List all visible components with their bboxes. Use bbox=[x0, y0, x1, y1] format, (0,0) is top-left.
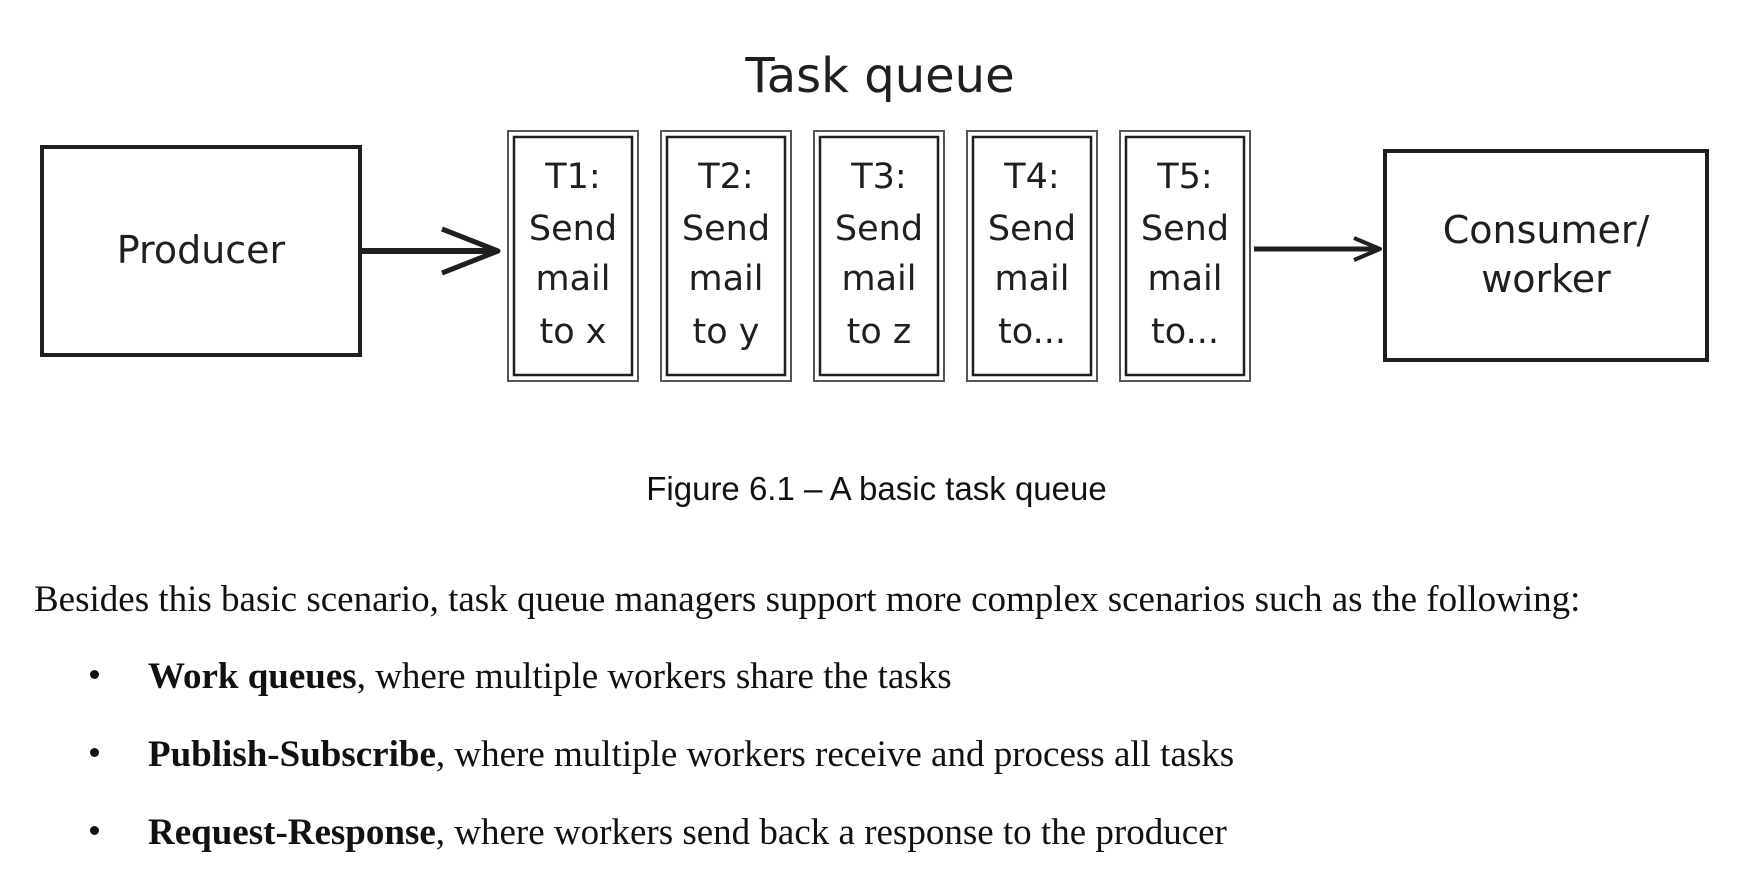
producer-box: Producer bbox=[40, 145, 362, 357]
arrow-queue-to-consumer bbox=[1254, 236, 1382, 262]
producer-label: Producer bbox=[117, 228, 286, 272]
bullet-icon bbox=[90, 748, 99, 757]
task-text: mail bbox=[995, 259, 1070, 299]
figure-caption: Figure 6.1 – A basic task queue bbox=[646, 470, 1107, 507]
task-text: mail bbox=[536, 259, 611, 299]
task-queue: T1: Send mail to x T2: Send mail to y T3: Send mai… bbox=[507, 130, 1251, 382]
bullet-term: Request-Response bbox=[148, 812, 436, 853]
task-text: to x bbox=[540, 312, 607, 352]
task-text: mail bbox=[689, 259, 764, 299]
task-text: to z bbox=[847, 312, 912, 352]
bullet-description: , where multiple workers share the tasks bbox=[356, 656, 952, 697]
task-box: T3: Send mail to z bbox=[813, 130, 945, 382]
task-text: Send bbox=[835, 209, 923, 249]
task-text: T3: bbox=[850, 157, 906, 197]
bullet-term: Work queues bbox=[148, 656, 357, 697]
task-text: T5: bbox=[1156, 157, 1212, 197]
bullet-term: Publish-Subscribe bbox=[148, 734, 436, 775]
task-box: T1: Send mail to x bbox=[507, 130, 639, 382]
bullet-icon bbox=[90, 826, 99, 835]
bullet-description: , where workers send back a response to … bbox=[435, 812, 1227, 853]
consumer-label-line1: Consumer/ bbox=[1443, 208, 1650, 252]
task-text: T2: bbox=[697, 157, 753, 197]
arrow-producer-to-queue bbox=[362, 226, 501, 276]
task-text: to y bbox=[693, 312, 760, 352]
bullet-icon bbox=[90, 670, 99, 679]
consumer-label-line2: worker bbox=[1481, 257, 1611, 301]
task-text: mail bbox=[1148, 259, 1223, 299]
consumer-box: Consumer/ worker bbox=[1383, 149, 1709, 362]
task-text: T4: bbox=[1003, 157, 1059, 197]
task-text: T1: bbox=[544, 157, 600, 197]
intro-paragraph: Besides this basic scenario, task queue … bbox=[34, 579, 1581, 620]
task-queue-diagram: Task queue Producer T1: Send mail to x T2: Se… bbox=[40, 48, 1709, 382]
task-text: to... bbox=[998, 312, 1066, 352]
task-text: mail bbox=[842, 259, 917, 299]
task-text: Send bbox=[988, 209, 1076, 249]
task-text: Send bbox=[529, 209, 617, 249]
task-box: T4: Send mail to... bbox=[966, 130, 1098, 382]
task-box: T5: Send mail to... bbox=[1119, 130, 1251, 382]
task-text: Send bbox=[1141, 209, 1229, 249]
task-box: T2: Send mail to y bbox=[660, 130, 792, 382]
diagram-title: Task queue bbox=[744, 48, 1014, 104]
bullet-description: , where multiple workers receive and pro… bbox=[435, 734, 1235, 775]
task-text: Send bbox=[682, 209, 770, 249]
task-text: to... bbox=[1151, 312, 1219, 352]
